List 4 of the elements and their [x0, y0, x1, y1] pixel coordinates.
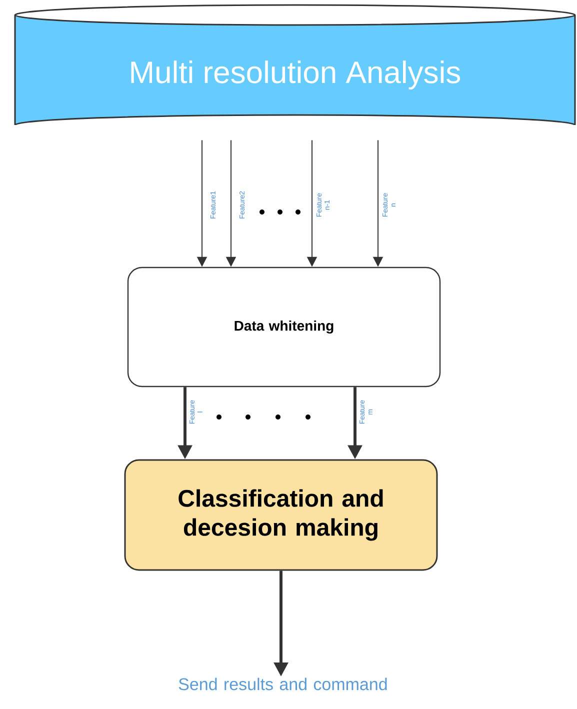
process-box: Data whitening: [127, 266, 441, 388]
cylinder: Multi resolution Analysis: [14, 4, 576, 126]
output-text: Send results and command: [178, 678, 387, 690]
process-box: Classification and decesion making: [124, 459, 438, 571]
